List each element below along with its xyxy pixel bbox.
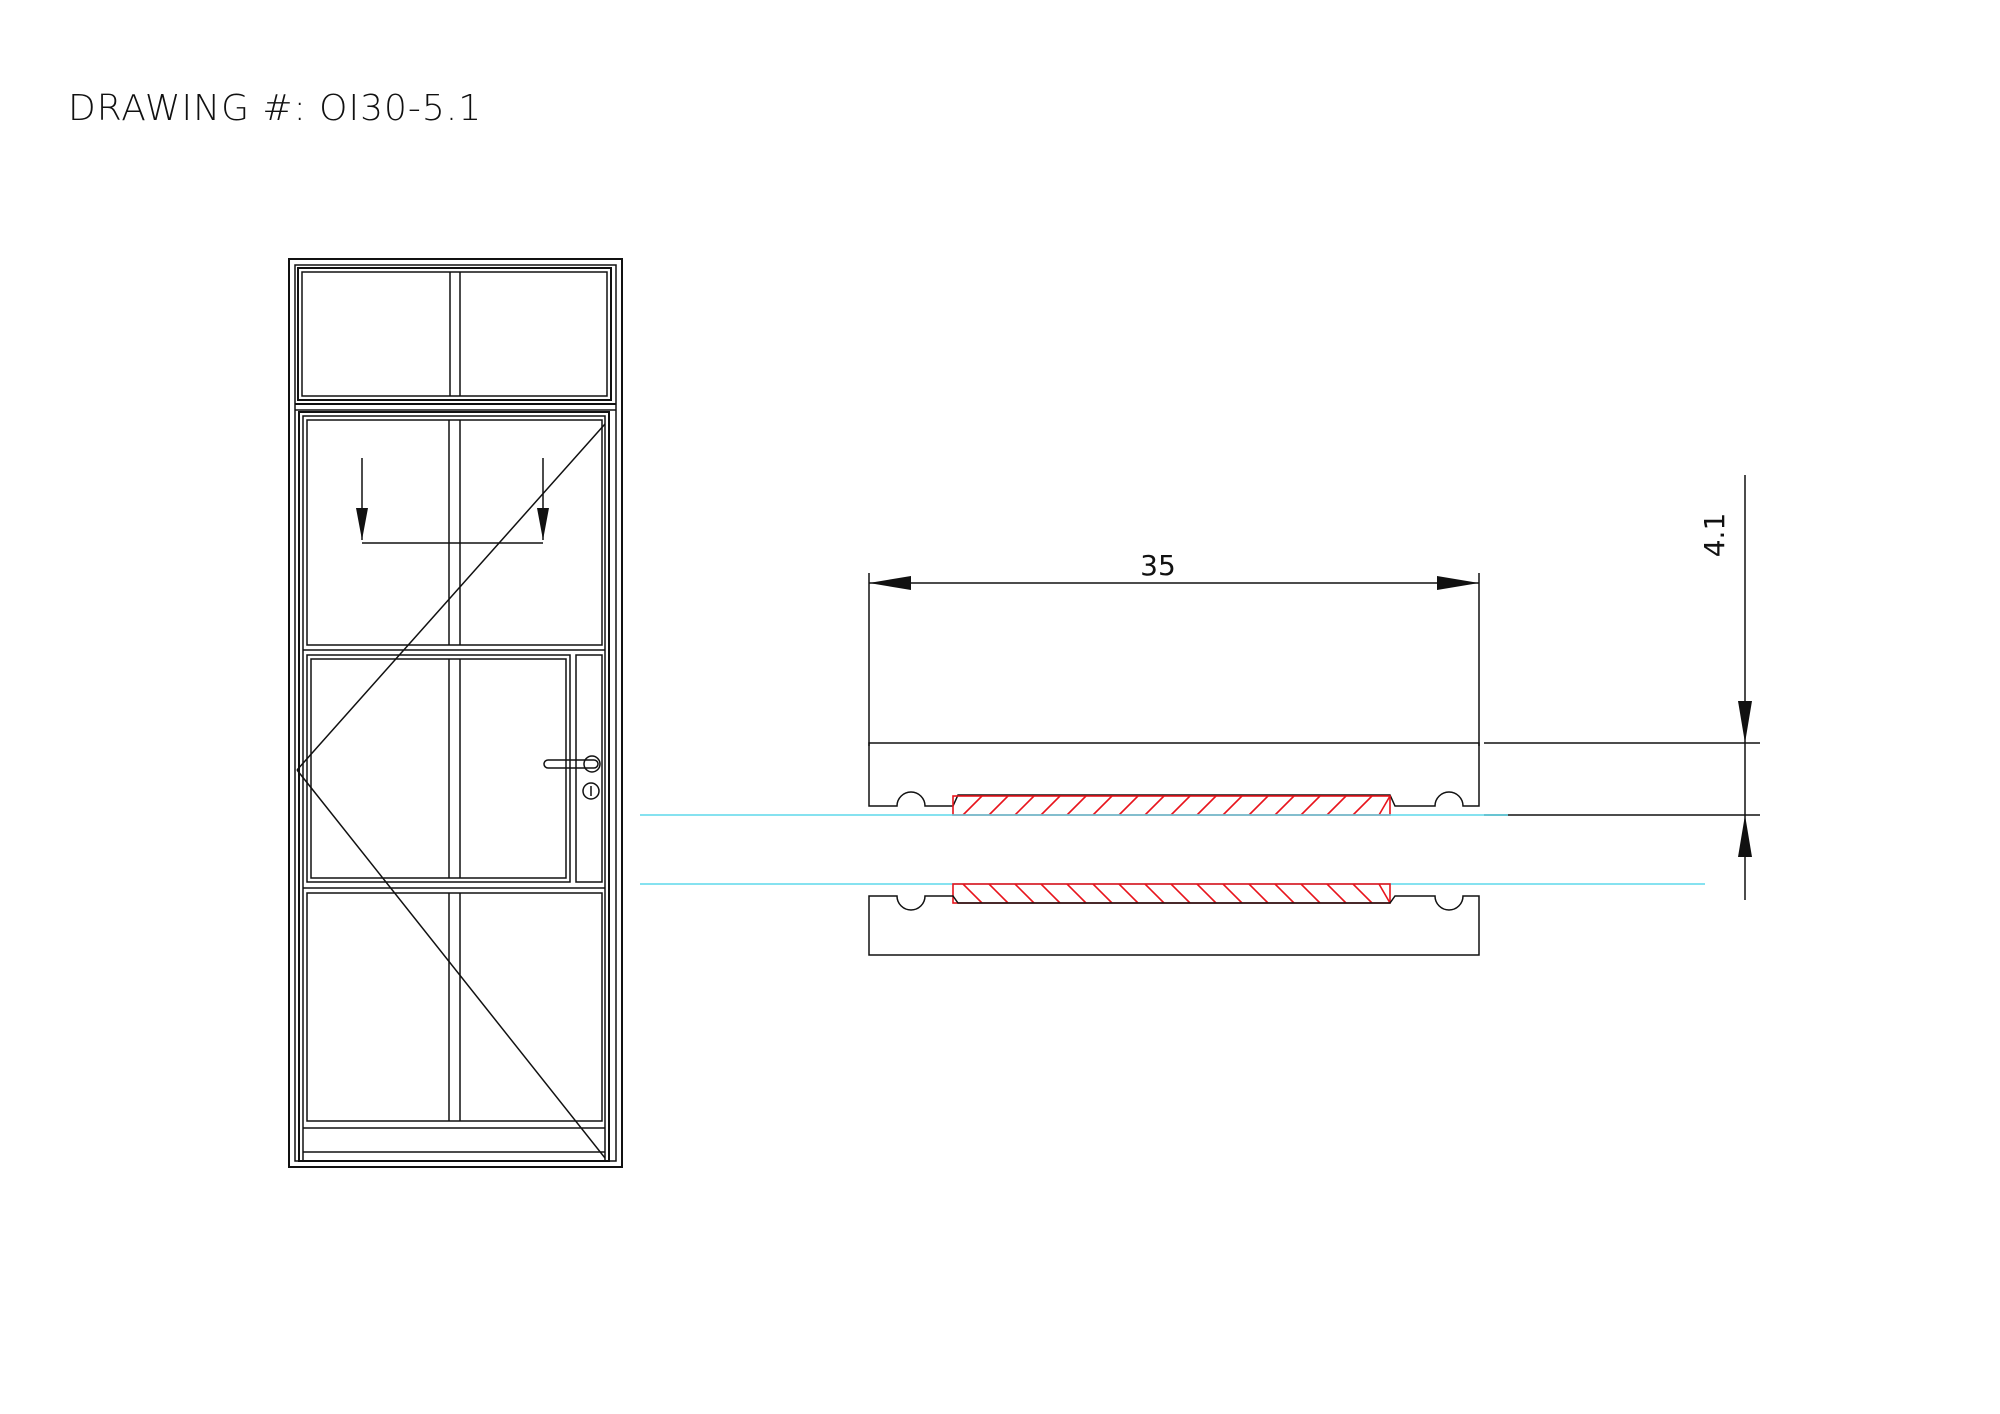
hatch-line — [1352, 795, 1373, 816]
hatch-line — [1092, 883, 1113, 904]
bottom-profile — [868, 895, 1480, 956]
hatch-line — [1170, 795, 1191, 816]
hatch-line — [1222, 795, 1243, 816]
hatch-line — [1352, 883, 1373, 904]
width-label: 35 — [1140, 549, 1176, 582]
arrow-right-icon — [1437, 576, 1479, 590]
hatch-line — [1144, 883, 1165, 904]
hatch-line — [1274, 883, 1295, 904]
top-profile — [868, 742, 1480, 807]
hatch-line — [1300, 795, 1321, 816]
hatch-line — [1274, 795, 1295, 816]
outer-frame — [288, 258, 623, 1168]
hatch-line — [1144, 795, 1165, 816]
hatch-line — [988, 883, 1009, 904]
hatch-line — [1170, 883, 1191, 904]
keyhole-icon — [582, 782, 600, 800]
glass-panel-middle — [306, 654, 571, 883]
hatch-line — [1092, 795, 1113, 816]
drawing-title: DRAWING #: OI30-5.1 — [68, 88, 483, 129]
transom — [297, 267, 612, 401]
hatch-line — [1326, 883, 1347, 904]
hatch-line — [962, 795, 983, 816]
top-gasket — [952, 795, 1391, 816]
bottom-gasket — [952, 883, 1391, 904]
hatch-line — [1066, 883, 1087, 904]
glass-panel-top — [306, 419, 603, 646]
section-detail: 35 4.1 — [640, 475, 1760, 956]
hatch-line — [1066, 795, 1087, 816]
door-handle-icon — [543, 755, 601, 773]
arrow-down-icon — [1738, 701, 1752, 743]
swing-lines — [296, 423, 606, 1159]
width-dimension: 35 — [868, 549, 1480, 746]
door-elevation — [288, 258, 623, 1168]
door-leaf — [298, 411, 610, 1162]
arrow-left-icon — [869, 576, 911, 590]
hatch-line — [1014, 795, 1035, 816]
height-dimension: 4.1 — [1484, 475, 1760, 900]
arrow-up-icon — [1738, 815, 1752, 857]
hatch-line — [1248, 883, 1269, 904]
hatch-line — [1222, 883, 1243, 904]
hatch-line — [1040, 883, 1061, 904]
hatch-line — [1378, 883, 1391, 904]
direction-arrows — [356, 458, 549, 544]
hatch-line — [1326, 795, 1347, 816]
hatch-line — [1248, 795, 1269, 816]
hatch-line — [1118, 795, 1139, 816]
hatch-line — [962, 883, 983, 904]
hatch-line — [1014, 883, 1035, 904]
glass-pane — [640, 814, 1705, 885]
hatch-line — [1118, 883, 1139, 904]
hatch-line — [1378, 795, 1391, 816]
hatch-line — [988, 795, 1009, 816]
hatch-line — [1040, 795, 1061, 816]
hatch-line — [1196, 795, 1217, 816]
hatch-line — [1196, 883, 1217, 904]
height-label: 4.1 — [1698, 513, 1731, 558]
glass-panel-bottom — [306, 892, 603, 1122]
hatch-line — [1300, 883, 1321, 904]
